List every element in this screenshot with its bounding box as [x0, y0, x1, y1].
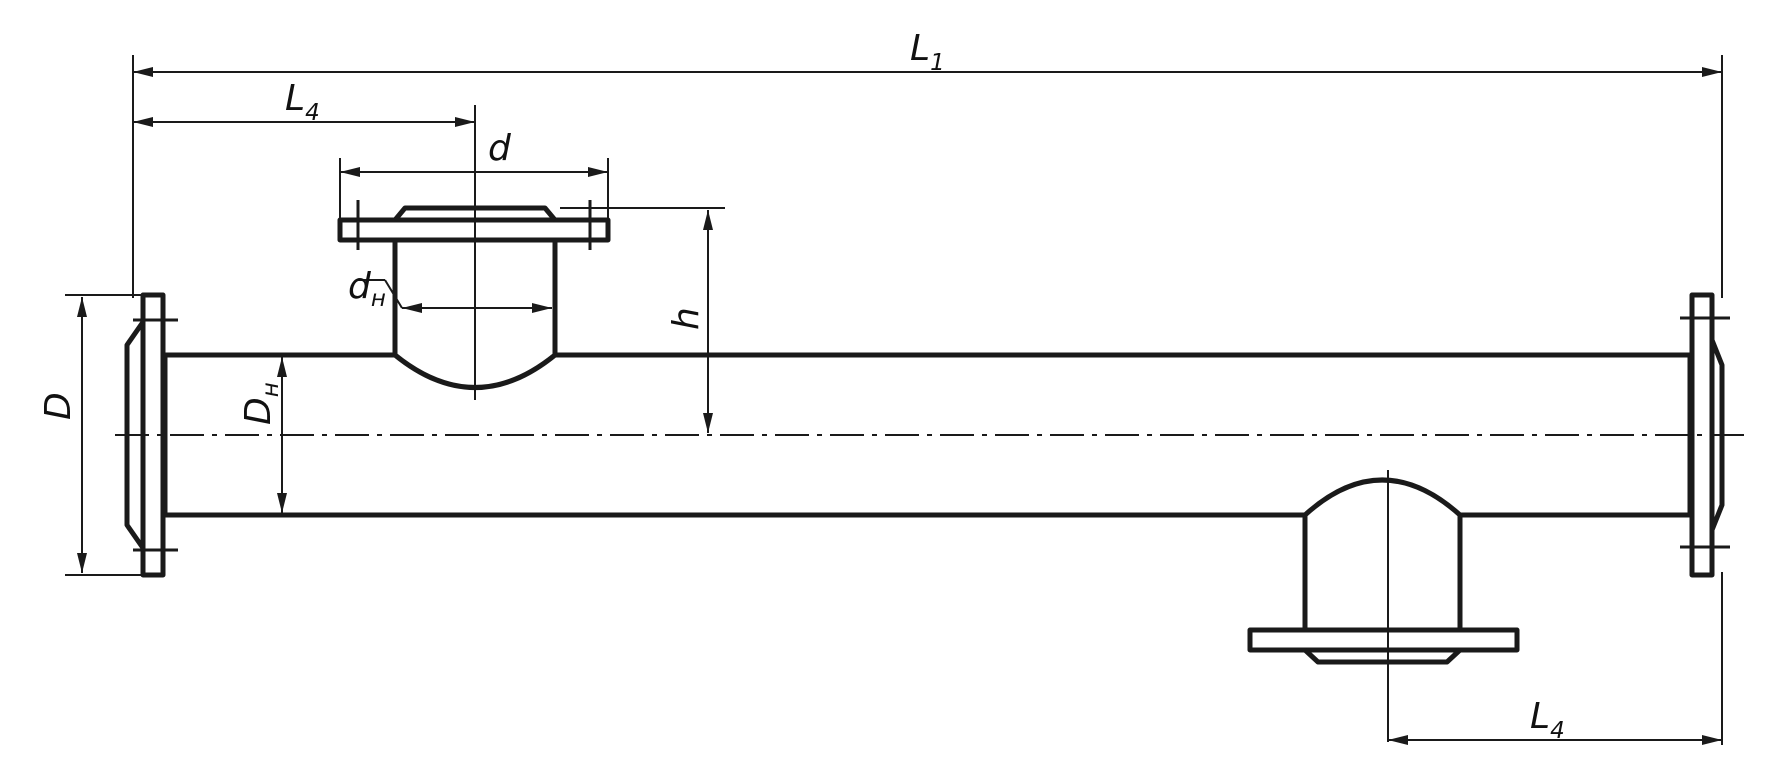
extension-lines	[65, 55, 1723, 745]
label-D: D	[38, 392, 79, 420]
label-L4-left: L4	[285, 78, 320, 126]
lower-branch	[1247, 477, 1520, 665]
label-h: h	[666, 307, 707, 330]
label-d: d	[488, 128, 512, 169]
left-end-flange	[124, 292, 178, 578]
center-lines	[115, 105, 1745, 742]
label-L4-right: L4	[1530, 696, 1565, 744]
dimension-labels: L1 L4 d dн L4 h D Dн	[38, 28, 1565, 744]
label-L1: L1	[910, 28, 945, 76]
label-DH: Dн	[238, 382, 284, 425]
dimension-lines	[77, 67, 1722, 745]
label-dH: dн	[348, 266, 386, 312]
